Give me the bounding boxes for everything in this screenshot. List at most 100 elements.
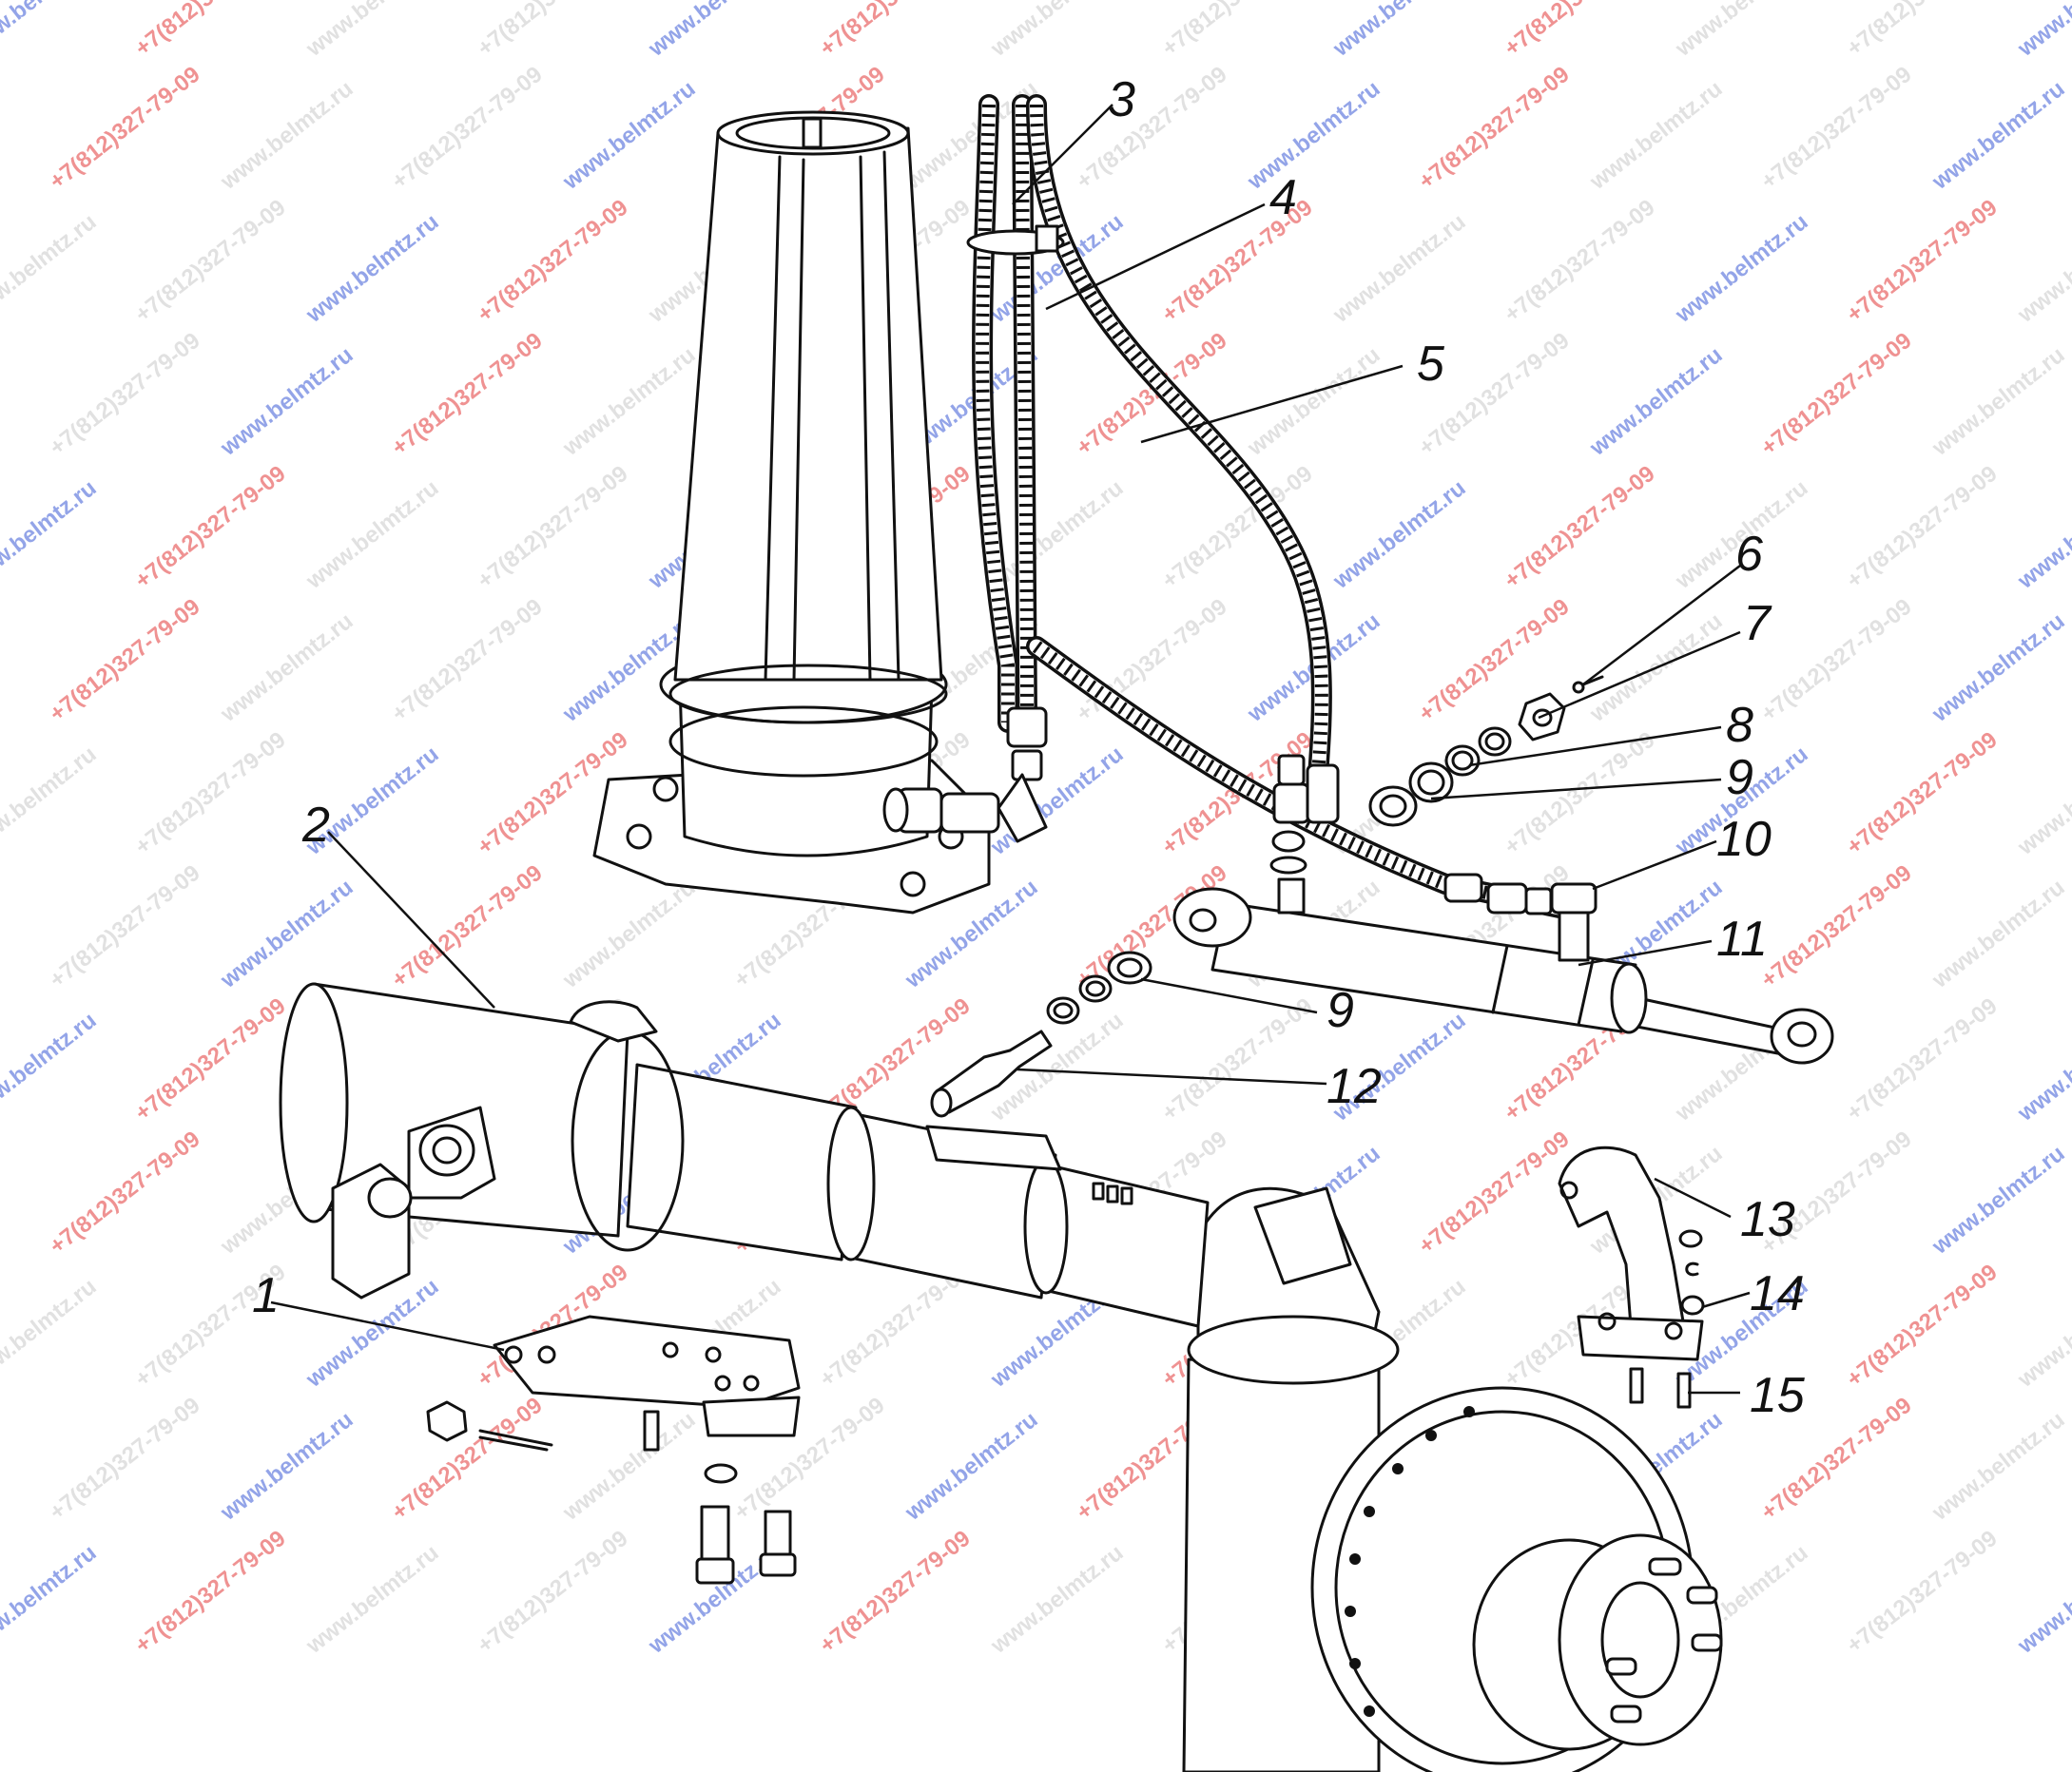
watermark-text: +7(812)327-79-09 bbox=[130, 993, 291, 1127]
watermark-text: +7(812)327-79-09 bbox=[1842, 993, 2003, 1127]
watermark-text: +7(812)327-79-09 bbox=[45, 594, 205, 727]
watermark-text: www.belmtz.ru bbox=[985, 1540, 1128, 1660]
watermark-text: www.belmtz.ru bbox=[215, 608, 358, 728]
hub-bolts bbox=[1345, 1406, 1475, 1717]
callout-6: 6 bbox=[1735, 527, 1763, 582]
watermark-text: +7(812)327-79-09 bbox=[473, 195, 633, 328]
watermark-text: +7(812)327-79-09 bbox=[387, 1393, 548, 1526]
watermark-text: www.belmtz.ru bbox=[1927, 76, 2069, 196]
watermark-text: www.belmtz.ru bbox=[0, 209, 101, 329]
watermark-text: www.belmtz.ru bbox=[215, 342, 358, 462]
watermark-text: www.belmtz.ru bbox=[1327, 209, 1470, 329]
watermark-text: www.belmtz.ru bbox=[557, 875, 700, 994]
callout-10: 10 bbox=[1716, 812, 1772, 867]
watermark-text: +7(812)327-79-09 bbox=[1756, 860, 1917, 993]
watermark-text: www.belmtz.ru bbox=[985, 0, 1128, 62]
watermark-text: www.belmtz.ru bbox=[2012, 1008, 2072, 1127]
callout-13: 13 bbox=[1740, 1192, 1795, 1247]
watermark-text: +7(812)327-79-09 bbox=[1414, 62, 1575, 195]
watermark-text: www.belmtz.ru bbox=[1584, 342, 1727, 462]
watermark-text: www.belmtz.ru bbox=[557, 342, 700, 462]
watermark-text: www.belmtz.ru bbox=[0, 1008, 101, 1127]
watermark-text: +7(812)327-79-09 bbox=[1756, 594, 1917, 727]
watermark-text: www.belmtz.ru bbox=[2012, 475, 2072, 595]
front-axle-beam bbox=[279, 982, 1723, 1772]
watermark-text: www.belmtz.ru bbox=[2012, 742, 2072, 861]
watermark-text: +7(812)327-79-09 bbox=[1756, 62, 1917, 195]
callout-12: 12 bbox=[1326, 1059, 1382, 1114]
callout-15: 15 bbox=[1750, 1368, 1806, 1423]
hydraulic-hoses bbox=[966, 94, 1570, 918]
watermark-text: +7(812)327-79-09 bbox=[1756, 328, 1917, 461]
watermark-text: +7(812)327-79-09 bbox=[1157, 0, 1318, 62]
hose-fittings-cylinder bbox=[1269, 754, 1553, 915]
watermark-text: +7(812)327-79-09 bbox=[1842, 461, 2003, 594]
watermark-text: www.belmtz.ru bbox=[2012, 1540, 2072, 1660]
callout-9-lower: 9 bbox=[1326, 983, 1354, 1038]
watermark-text: www.belmtz.ru bbox=[0, 475, 101, 595]
watermark-text: www.belmtz.ru bbox=[1927, 342, 2069, 462]
watermark-text: +7(812)327-79-09 bbox=[473, 0, 633, 62]
watermark-text: +7(812)327-79-09 bbox=[473, 1526, 633, 1659]
watermark-text: www.belmtz.ru bbox=[643, 0, 785, 62]
watermark-text: www.belmtz.ru bbox=[985, 475, 1128, 595]
watermark-text: +7(812)327-79-09 bbox=[1842, 1260, 2003, 1393]
callout-7: 7 bbox=[1743, 596, 1772, 651]
watermark-text: +7(812)327-79-09 bbox=[45, 328, 205, 461]
watermark-text: +7(812)327-79-09 bbox=[1157, 993, 1318, 1127]
watermark-text: www.belmtz.ru bbox=[557, 76, 700, 196]
watermark-text: www.belmtz.ru bbox=[1327, 0, 1470, 62]
watermark-text: +7(812)327-79-09 bbox=[130, 1526, 291, 1659]
callout-3: 3 bbox=[1108, 72, 1135, 127]
callout-11: 11 bbox=[1716, 912, 1768, 967]
watermark-text: www.belmtz.ru bbox=[1927, 608, 2069, 728]
watermark-text: www.belmtz.ru bbox=[900, 1407, 1042, 1527]
watermark-text: www.belmtz.ru bbox=[557, 1407, 700, 1527]
wheel-studs bbox=[1605, 1557, 1723, 1724]
watermark-text: +7(812)327-79-09 bbox=[130, 0, 291, 62]
watermark-text: +7(812)327-79-09 bbox=[473, 461, 633, 594]
watermark-text: www.belmtz.ru bbox=[0, 1540, 101, 1660]
watermark-text: +7(812)327-79-09 bbox=[387, 328, 548, 461]
watermark-text: www.belmtz.ru bbox=[0, 742, 101, 861]
callout-4: 4 bbox=[1269, 170, 1297, 225]
watermark-text: +7(812)327-79-09 bbox=[45, 1393, 205, 1526]
watermark-text: www.belmtz.ru bbox=[300, 475, 443, 595]
watermark-text: www.belmtz.ru bbox=[300, 1540, 443, 1660]
watermark-text: +7(812)327-79-09 bbox=[1500, 195, 1660, 328]
watermark-text: +7(812)327-79-09 bbox=[1842, 727, 2003, 860]
watermark-text: +7(812)327-79-09 bbox=[1072, 594, 1232, 727]
callout-2: 2 bbox=[301, 798, 330, 853]
watermark-text: +7(812)327-79-09 bbox=[1500, 0, 1660, 62]
leader-lines bbox=[270, 104, 1751, 1395]
watermark-text: www.belmtz.ru bbox=[300, 209, 443, 329]
watermark-text: www.belmtz.ru bbox=[215, 875, 358, 994]
watermark-text: +7(812)327-79-09 bbox=[45, 62, 205, 195]
watermark-text: www.belmtz.ru bbox=[215, 1407, 358, 1527]
watermark-text: +7(812)327-79-09 bbox=[1500, 461, 1660, 594]
callout-5: 5 bbox=[1417, 337, 1445, 392]
hose-fittings-housing bbox=[882, 706, 1048, 843]
callout-1: 1 bbox=[252, 1268, 280, 1323]
watermark-text: www.belmtz.ru bbox=[1927, 1141, 2069, 1261]
watermark-text: +7(812)327-79-09 bbox=[815, 1526, 976, 1659]
watermark-text: +7(812)327-79-09 bbox=[387, 594, 548, 727]
cylinder-bracket bbox=[1558, 1146, 1705, 1409]
watermark-text: +7(812)327-79-09 bbox=[130, 195, 291, 328]
watermark-text: www.belmtz.ru bbox=[1584, 76, 1727, 196]
power-cylinder bbox=[1172, 877, 1834, 1065]
watermark-text: www.belmtz.ru bbox=[1927, 1407, 2069, 1527]
watermark-text: www.belmtz.ru bbox=[215, 76, 358, 196]
watermark-text: +7(812)327-79-09 bbox=[130, 461, 291, 594]
watermark-text: www.belmtz.ru bbox=[1327, 475, 1470, 595]
watermark-text: +7(812)327-79-09 bbox=[1842, 1526, 2003, 1659]
callout-labels: 3 4 5 6 7 8 9 10 11 9 12 2 1 13 14 15 bbox=[252, 72, 1806, 1423]
bracket-assembly bbox=[426, 1315, 801, 1585]
callout-8: 8 bbox=[1726, 698, 1753, 753]
watermark-text: +7(812)327-79-09 bbox=[1842, 0, 2003, 62]
watermark-text: +7(812)327-79-09 bbox=[815, 0, 976, 62]
watermark-text: +7(812)327-79-09 bbox=[45, 1127, 205, 1260]
watermark-text: +7(812)327-79-09 bbox=[1414, 1127, 1575, 1260]
watermark-text: www.belmtz.ru bbox=[0, 1274, 101, 1394]
